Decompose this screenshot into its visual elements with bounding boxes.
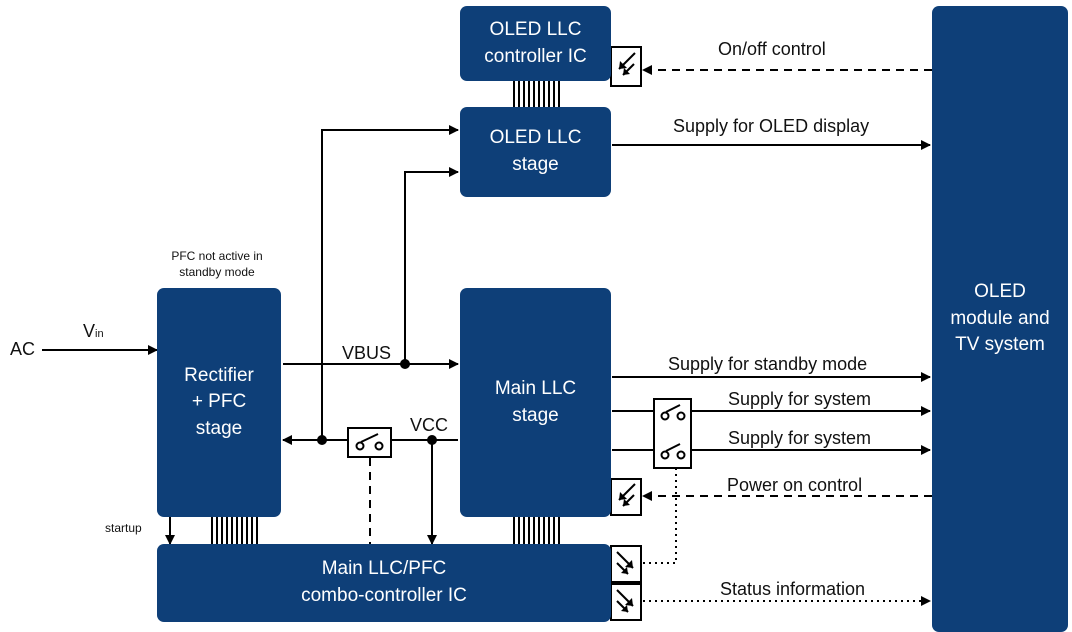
pfc-note: PFC not active in standby mode	[171, 249, 263, 279]
vcc-junction-right	[427, 435, 437, 445]
vcc-label: VCC	[410, 415, 449, 435]
optocoupler-icon	[610, 46, 642, 87]
combo-controller-label: Main LLC/PFC combo-controller IC	[301, 558, 467, 606]
vcc-junction-left	[317, 435, 327, 445]
vbus-label: VBUS	[342, 343, 392, 363]
bus-rectifier	[211, 517, 258, 544]
bus-oled-controller	[513, 81, 560, 107]
vbus-to-oled-stage	[404, 167, 459, 364]
oled-llc-stage-block: OLED LLC stage	[460, 107, 611, 197]
vin-subscript: in	[95, 328, 104, 340]
vcc-to-oled-stage	[321, 125, 459, 440]
optocoupler-icon	[610, 545, 642, 583]
ac-label: AC	[10, 339, 36, 359]
startup-label: startup	[105, 521, 142, 535]
optocoupler-icon	[610, 583, 642, 621]
rectifier-pfc-block: Rectifier + PFC stage	[157, 288, 281, 517]
switch-icon	[347, 427, 392, 458]
oled-llc-controller-block: OLED LLC controller IC	[460, 6, 611, 81]
output-switch-icon	[653, 398, 692, 469]
power-on-control-label: Power on control	[727, 475, 863, 495]
combo-controller-block: Main LLC/PFC combo-controller IC	[157, 544, 611, 622]
status-information-label: Status information	[720, 579, 866, 599]
main-llc-stage-block: Main LLC stage	[460, 288, 611, 517]
vin-main-text: V	[83, 321, 96, 341]
supply-system-2-label: Supply for system	[728, 428, 872, 448]
optocoupler-icon	[610, 478, 642, 516]
main-llc-stage-label: Main LLC stage	[494, 377, 577, 426]
supply-system-1-label: Supply for system	[728, 389, 872, 409]
supply-oled-display-label: Supply for OLED display	[673, 116, 870, 136]
switch-control-dotted	[643, 468, 677, 564]
rectifier-pfc-label: Rectifier + PFC stage	[184, 364, 254, 439]
oled-module-label: OLED module and TV system	[950, 281, 1050, 356]
oled-llc-stage-label: OLED LLC stage	[489, 127, 582, 175]
supply-standby-label: Supply for standby mode	[668, 354, 868, 374]
oled-llc-controller-label: OLED LLC controller IC	[484, 18, 587, 67]
vin-label: Vin	[83, 322, 104, 340]
vbus-junction	[400, 359, 410, 369]
bus-main-stage	[513, 517, 560, 544]
oled-module-block: OLED module and TV system	[932, 6, 1068, 632]
on-off-control-label: On/off control	[718, 39, 826, 59]
